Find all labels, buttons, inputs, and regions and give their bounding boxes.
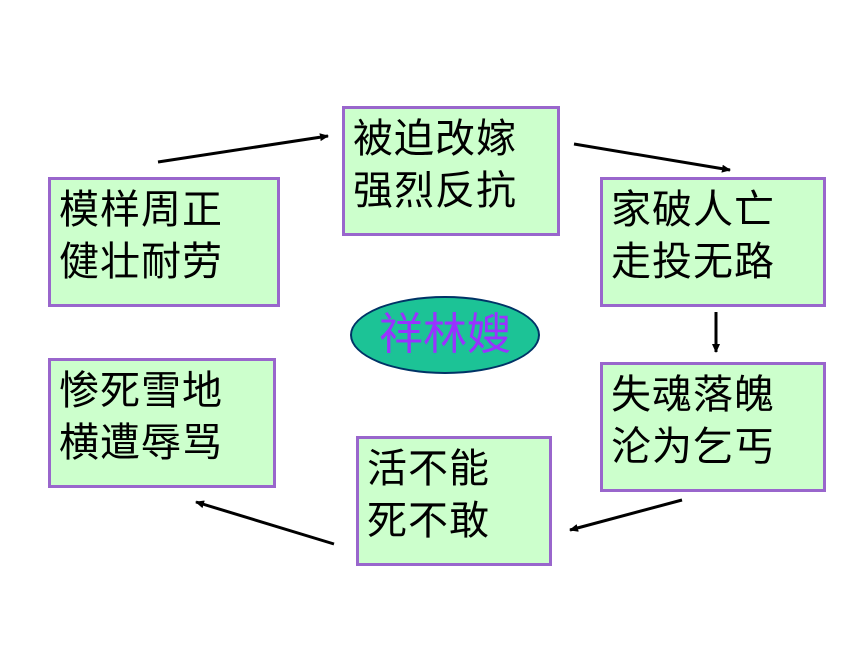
stage-line: 健壮耐劳 [59, 239, 223, 285]
stage-box-forced-marriage: 被迫改嫁 强烈反抗 [342, 106, 560, 236]
stage-line: 惨死雪地 [59, 368, 223, 414]
stage-box-died-in-snow: 惨死雪地 横遭辱骂 [48, 358, 276, 488]
stage-line: 死不敢 [367, 498, 490, 544]
stage-box-family-lost: 家破人亡 走投无路 [600, 177, 826, 307]
stage-line: 强烈反抗 [353, 168, 517, 214]
arrow-forced-to-family [573, 142, 731, 173]
stage-line: 活不能 [367, 446, 490, 492]
center-node: 祥林嫂 [350, 296, 540, 374]
stage-box-soul-lost: 失魂落魄 沦为乞丐 [600, 362, 826, 492]
center-ellipse [350, 296, 540, 374]
center-label: 祥林嫂 [379, 309, 511, 360]
arrow-healthy-to-forced [157, 133, 329, 164]
stage-box-cannot-live-die: 活不能 死不敢 [356, 436, 552, 566]
arrow-soul-to-cannot [569, 498, 683, 532]
stage-line: 家破人亡 [611, 187, 775, 233]
stage-line: 走投无路 [611, 239, 775, 285]
stage-line: 被迫改嫁 [353, 116, 517, 162]
stage-line: 沦为乞丐 [611, 424, 775, 470]
stage-box-healthy: 模样周正 健壮耐劳 [48, 177, 280, 307]
arrow-cannot-to-died [195, 500, 335, 546]
stage-line: 失魂落魄 [611, 372, 775, 418]
stage-line: 横遭辱骂 [59, 420, 223, 466]
stage-line: 模样周正 [59, 187, 223, 233]
